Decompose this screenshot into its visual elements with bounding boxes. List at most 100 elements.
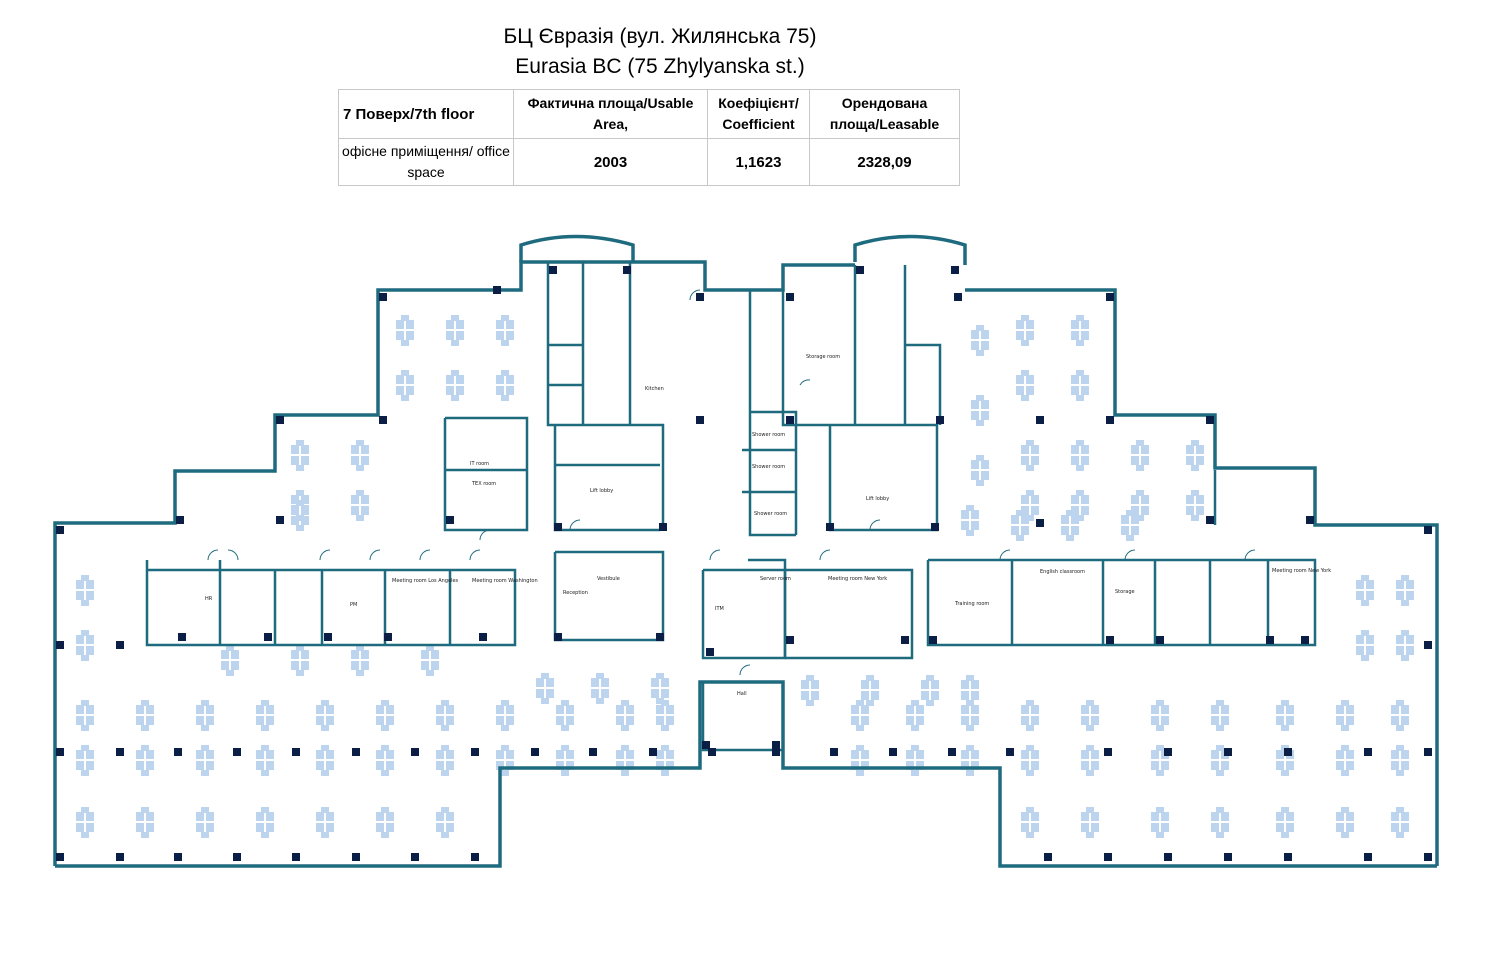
desk-cluster: [396, 370, 414, 401]
structural-column: [889, 748, 897, 756]
structural-column: [786, 636, 794, 644]
structural-column: [324, 633, 332, 641]
desk-cluster: [801, 675, 819, 706]
desk-cluster: [1021, 745, 1039, 776]
desk-cluster: [1151, 700, 1169, 731]
desk-cluster: [76, 807, 94, 838]
structural-column: [56, 748, 64, 756]
desk-cluster: [436, 745, 454, 776]
structural-column: [176, 516, 184, 524]
desk-cluster: [1011, 510, 1029, 541]
structural-column: [379, 416, 387, 424]
desk-cluster: [316, 807, 334, 838]
desk-cluster: [221, 645, 239, 676]
label-server: Server room: [760, 576, 791, 582]
label-pm: PM: [350, 602, 357, 608]
structural-column: [1224, 748, 1232, 756]
desk-cluster: [656, 700, 674, 731]
structural-column: [292, 748, 300, 756]
desk-cluster: [1391, 700, 1409, 731]
desk-cluster: [196, 745, 214, 776]
desk-cluster: [851, 745, 869, 776]
desk-cluster: [1391, 745, 1409, 776]
label-training: Training room: [954, 601, 989, 607]
desk-cluster: [136, 807, 154, 838]
document-title: БЦ Євразія (вул. Жилянська 75) Eurasia B…: [410, 22, 910, 82]
leasable-area-value: 2328,09: [809, 138, 960, 186]
desk-cluster: [351, 645, 369, 676]
structural-column: [696, 416, 704, 424]
structural-column: [1036, 416, 1044, 424]
structural-column: [786, 293, 794, 301]
structural-column: [56, 526, 64, 534]
room-labels: Kitchen Storage room Shower room Shower …: [205, 354, 1331, 697]
desk-cluster: [616, 700, 634, 731]
desk-cluster: [616, 745, 634, 776]
desk-cluster: [396, 315, 414, 346]
desk-cluster: [1121, 510, 1139, 541]
structural-column: [772, 741, 780, 749]
structural-column: [1284, 853, 1292, 861]
structural-column: [116, 748, 124, 756]
structural-column: [479, 633, 487, 641]
usable-area-value: 2003: [513, 138, 708, 186]
label-vestibule: Vestibule: [597, 576, 620, 582]
desk-cluster: [376, 700, 394, 731]
structural-column: [826, 523, 834, 531]
structural-column: [951, 266, 959, 274]
desk-cluster: [76, 630, 94, 661]
structural-column: [948, 748, 956, 756]
desk-cluster: [316, 700, 334, 731]
area-table-value-row: офісне приміщення/ office space 2003 1,1…: [338, 138, 960, 186]
desk-cluster: [1071, 490, 1089, 521]
label-meeting-nyc: Meeting room New York: [1272, 568, 1331, 574]
structural-column: [178, 633, 186, 641]
structural-column: [702, 741, 710, 749]
label-storage: Storage room: [806, 354, 840, 360]
structural-column: [531, 748, 539, 756]
structural-column: [931, 523, 939, 531]
label-tex-room: TEX room: [471, 481, 496, 487]
desk-cluster: [921, 675, 939, 706]
structural-column: [1306, 516, 1314, 524]
structural-column: [471, 748, 479, 756]
desk-cluster: [76, 575, 94, 606]
desk-cluster: [651, 673, 669, 704]
structural-column: [1104, 853, 1112, 861]
structural-column: [1164, 853, 1172, 861]
structural-column: [352, 748, 360, 756]
structural-column: [493, 286, 501, 294]
desk-cluster: [436, 807, 454, 838]
desk-cluster: [1151, 807, 1169, 838]
structural-column: [233, 748, 241, 756]
desk-cluster: [1356, 575, 1374, 606]
interior-walls: [145, 262, 1317, 752]
structural-column: [56, 641, 64, 649]
structural-column: [830, 748, 838, 756]
structural-column: [116, 853, 124, 861]
desk-cluster: [961, 675, 979, 706]
desk-cluster: [496, 700, 514, 731]
structural-column: [1206, 416, 1214, 424]
structural-column: [379, 293, 387, 301]
structural-column: [1364, 853, 1372, 861]
desk-cluster: [291, 500, 309, 531]
label-hr: HR: [205, 596, 213, 602]
desk-cluster: [316, 745, 334, 776]
structural-column: [471, 853, 479, 861]
desk-cluster: [536, 673, 554, 704]
desk-cluster: [351, 490, 369, 521]
desk-cluster: [851, 700, 869, 731]
structural-column: [954, 293, 962, 301]
desk-cluster: [446, 315, 464, 346]
label-lift-lobby-right: Lift lobby: [866, 496, 889, 502]
desk-cluster: [256, 700, 274, 731]
structural-column: [1106, 416, 1114, 424]
structural-column: [696, 293, 704, 301]
label-meeting-la: Meeting room Los Angeles: [392, 578, 459, 584]
label-lift-lobby-left: Lift lobby: [590, 488, 613, 494]
structural-column: [384, 633, 392, 641]
structural-columns: [56, 266, 1432, 861]
desk-cluster: [136, 745, 154, 776]
structural-column: [901, 636, 909, 644]
